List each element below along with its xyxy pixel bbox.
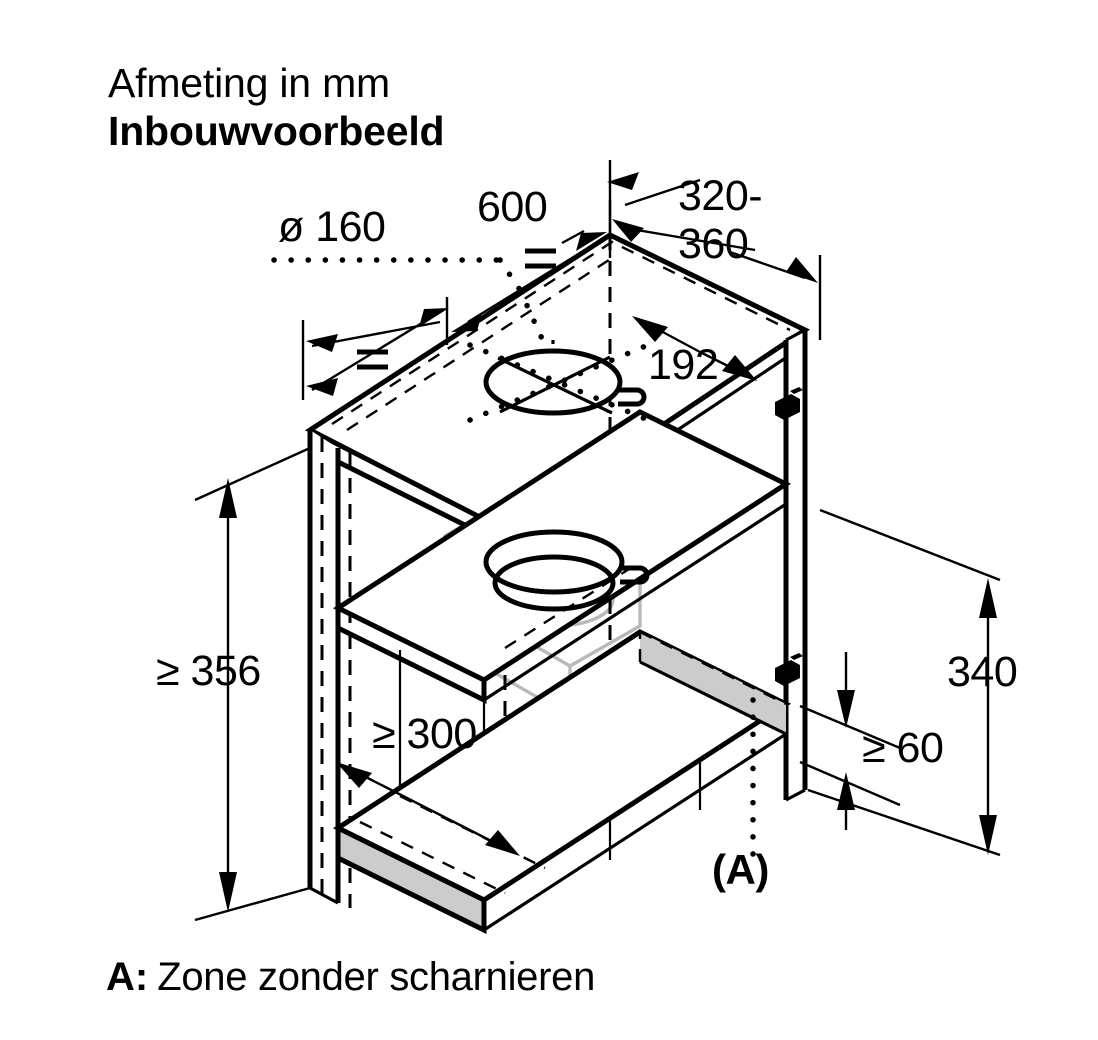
legend-key: A: [106,955,149,999]
zone-a-right-band [638,630,787,736]
dim-192-offset [632,316,757,381]
hinge-mount-icon-lower [775,653,803,686]
shelf-duct-opening [483,529,650,612]
dim-label-niche-height: ≥ 356 [156,647,261,695]
dim-300-depth [336,762,520,856]
top-duct-cutout [467,340,651,423]
hinge-mount-icon-upper [775,387,803,420]
legend-description: Zone zonder scharnieren [157,955,596,999]
callout-zone-a: (A) [712,846,769,893]
dim-label-cabinet-depth: 320- 360 [678,172,763,269]
page-title-line1: Afmeting in mm [108,60,390,106]
dim-60-gap [799,652,901,830]
cabinet-left-side-panel [307,430,352,908]
dim-356-height [194,446,311,922]
dim-label-duct-offset: 192 [648,341,719,389]
zone-a-plinth-left [335,823,487,935]
dim-320-360-depth [607,160,822,340]
dim-340-height [807,508,1001,857]
dim-label-cabinet-width: 600 [477,183,548,231]
legend: A: Zone zonder scharnieren [106,955,595,1000]
dim-label-plinth-gap: ≥ 60 [862,724,944,772]
dim-duct-diameter-leader [271,257,551,355]
dim-600-width [445,200,612,345]
dim-left-half-width [301,308,449,400]
dim-label-niche-depth: ≥ 300 [372,710,477,758]
page-title-line2: Inbouwvoorbeeld [108,108,445,154]
dim-label-front-height: 340 [947,648,1018,696]
dim-label-duct-diameter: ø 160 [278,203,386,251]
equal-mark-right [525,248,556,269]
